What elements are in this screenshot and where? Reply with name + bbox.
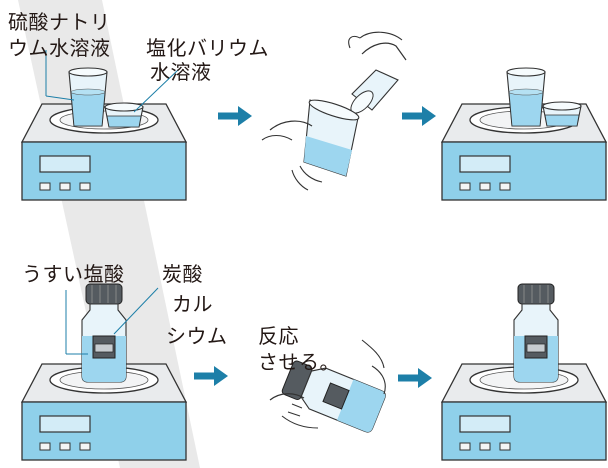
arrow-right-icon xyxy=(194,366,228,386)
label-calcium-carbonate-line3: シウム xyxy=(166,324,228,348)
label-sodium-sulfate-line2: ウム水溶液 xyxy=(8,36,111,60)
balance-after-reaction xyxy=(441,283,607,461)
label-barium-chloride-line1: 塩化バリウム xyxy=(146,36,269,60)
arrow-right-icon xyxy=(398,368,432,388)
pouring-hands-illustration xyxy=(261,31,407,191)
arrow-right-icon xyxy=(402,106,436,126)
label-sodium-sulfate-line1: 硫酸ナトリ xyxy=(8,10,111,34)
leader-line-calcium-carbonate xyxy=(113,287,159,335)
label-react-line2: させる。 xyxy=(258,350,340,374)
label-calcium-carbonate-line2: カル xyxy=(172,292,213,316)
leader-line-barium-chloride xyxy=(133,69,179,113)
label-react-line1: 反応 xyxy=(258,324,299,348)
label-calcium-carbonate-line1: 炭酸 xyxy=(162,262,203,286)
reacting-bottle-illustration xyxy=(269,339,386,433)
balance-after-mixing xyxy=(441,67,607,201)
arrow-right-icon xyxy=(218,106,252,126)
label-dilute-hcl: うすい塩酸 xyxy=(22,262,125,286)
label-barium-chloride-line2: 水溶液 xyxy=(150,60,212,84)
